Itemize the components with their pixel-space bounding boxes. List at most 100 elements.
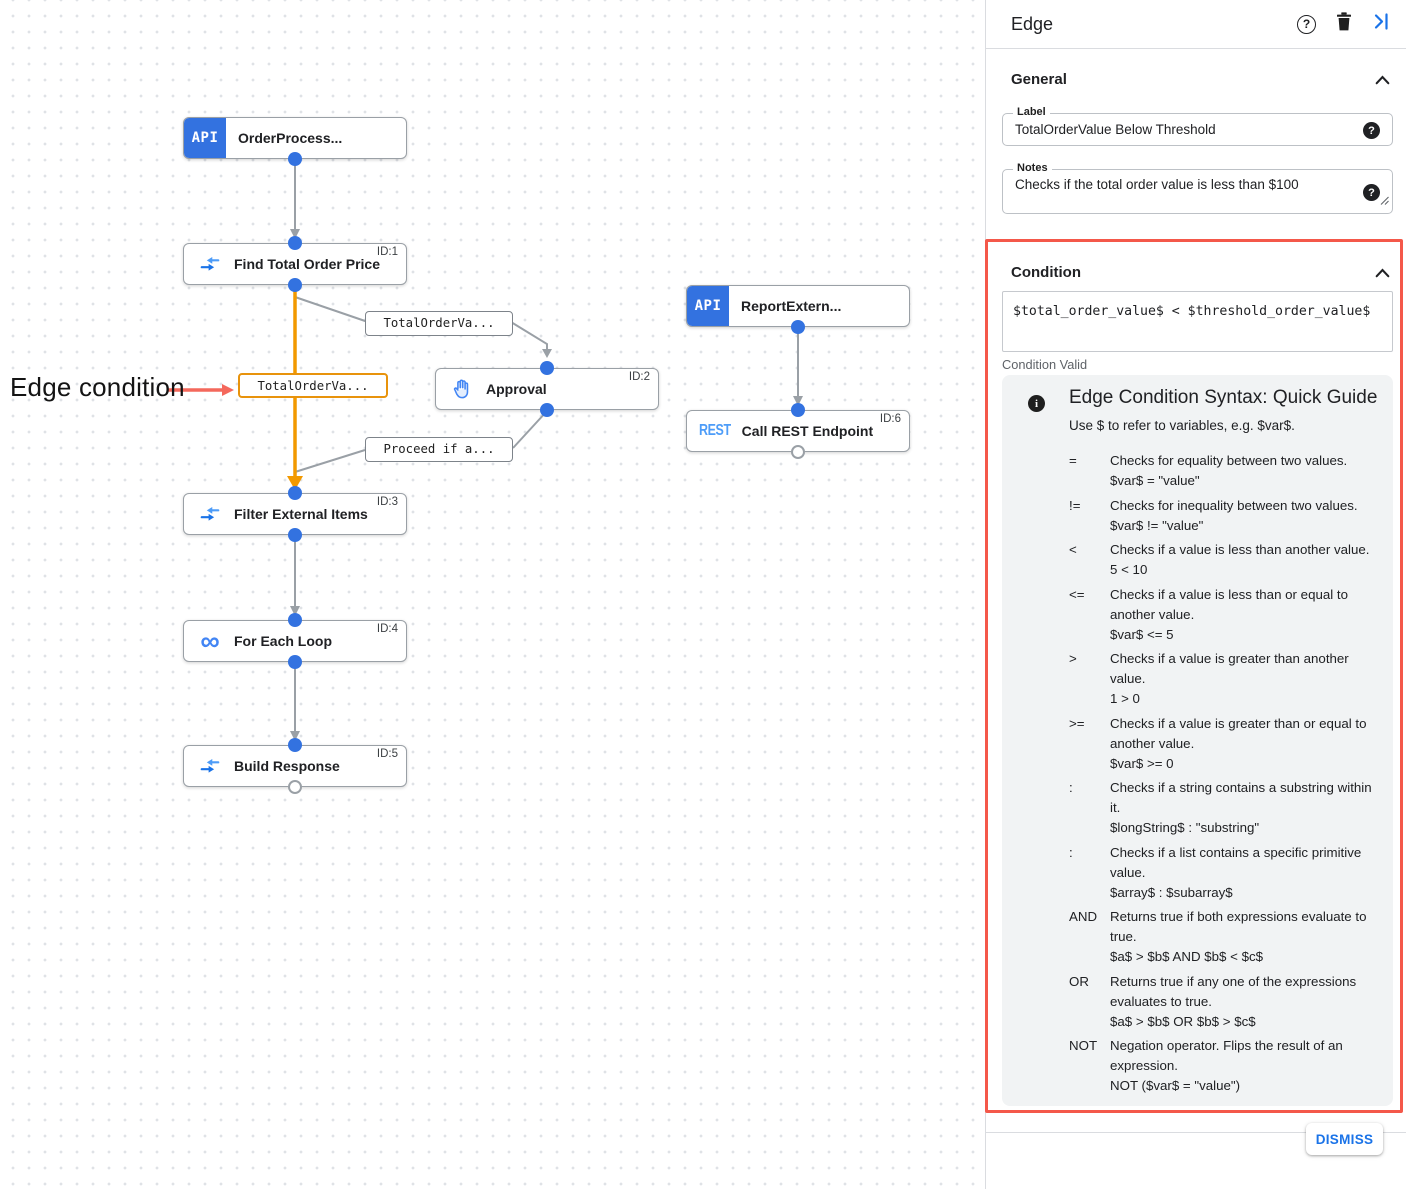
guide-row-greater-equal: >= Checks if a value is greater than or … bbox=[1069, 714, 1379, 774]
edge-label-proceed-if[interactable]: Proceed if a... bbox=[365, 437, 513, 462]
arrowhead bbox=[290, 229, 300, 239]
operator-description: Checks if a value is greater than anothe… bbox=[1110, 651, 1349, 686]
notes-field-value[interactable]: Checks if the total order value is less … bbox=[1015, 177, 1299, 192]
condition-input[interactable]: $total_order_value$ < $threshold_order_v… bbox=[1002, 291, 1393, 352]
node-id: ID:3 bbox=[376, 496, 398, 508]
node-id: ID:1 bbox=[376, 246, 398, 258]
edge-label-to-filter[interactable] bbox=[294, 449, 366, 473]
field-help-icon[interactable]: ? bbox=[1363, 184, 1380, 201]
resize-handle-icon[interactable] bbox=[1380, 192, 1389, 210]
node-id: ID:5 bbox=[376, 748, 398, 760]
notes-field-label: Notes bbox=[1013, 162, 1052, 174]
operator-description: Checks if a string contains a substring … bbox=[1110, 780, 1372, 815]
operator: OR bbox=[1069, 973, 1089, 989]
connection-dot[interactable] bbox=[288, 528, 302, 542]
node-title: OrderProcess... bbox=[238, 130, 343, 146]
api-trigger-icon: API bbox=[184, 118, 226, 158]
data-mapping-icon bbox=[198, 253, 222, 275]
connection-dot[interactable] bbox=[288, 655, 302, 669]
connection-dot[interactable] bbox=[540, 361, 554, 375]
guide-row-less-equal: <= Checks if a value is less than or equ… bbox=[1069, 585, 1379, 645]
operator-example: $a$ > $b$ OR $b$ > $c$ bbox=[1110, 1013, 1256, 1029]
guide-row-less-than: < Checks if a value is less than another… bbox=[1069, 540, 1379, 580]
info-icon: i bbox=[1028, 395, 1045, 412]
node-id: ID:6 bbox=[879, 413, 901, 425]
operator-description: Checks if a value is less than another v… bbox=[1110, 542, 1370, 557]
annotation-edge-condition: Edge condition bbox=[10, 372, 185, 402]
connection-dot[interactable] bbox=[288, 236, 302, 250]
node-title: Approval bbox=[486, 381, 547, 397]
arrowhead bbox=[793, 396, 803, 406]
node-id: ID:4 bbox=[376, 623, 398, 635]
operator: = bbox=[1069, 453, 1077, 468]
arrowhead bbox=[290, 731, 300, 741]
edge-branch-to-approval-label[interactable] bbox=[294, 296, 369, 323]
operator: < bbox=[1069, 542, 1077, 557]
operator-description: Negation operator. Flips the result of a… bbox=[1110, 1038, 1343, 1073]
guide-rows: = Checks for equality between two values… bbox=[1069, 451, 1379, 1101]
guide-row-or: OR Returns true if any one of the expres… bbox=[1069, 972, 1379, 1032]
node-title: For Each Loop bbox=[234, 633, 332, 649]
delete-edge-icon[interactable] bbox=[1336, 12, 1352, 36]
connection-dot-open[interactable] bbox=[791, 445, 805, 459]
edge-config-panel: Edge ? General bbox=[985, 0, 1406, 1189]
connection-dot-open[interactable] bbox=[288, 780, 302, 794]
connection-dot[interactable] bbox=[540, 403, 554, 417]
operator: NOT bbox=[1069, 1038, 1098, 1053]
workflow-edges bbox=[167, 159, 803, 741]
guide-row-contains-substring: : Checks if a string contains a substrin… bbox=[1069, 778, 1379, 838]
edge-label-totalordervalue[interactable]: TotalOrderVa... bbox=[365, 311, 513, 336]
guide-row-equals: = Checks for equality between two values… bbox=[1069, 451, 1379, 491]
operator: >= bbox=[1069, 715, 1085, 731]
rest-task-icon: REST bbox=[699, 422, 731, 439]
node-title: ReportExtern... bbox=[741, 298, 842, 314]
connection-dot[interactable] bbox=[288, 278, 302, 292]
arrowhead bbox=[290, 606, 300, 616]
connection-dot[interactable] bbox=[288, 152, 302, 166]
operator-description: Returns true if both expressions evaluat… bbox=[1110, 909, 1367, 944]
help-icon[interactable]: ? bbox=[1297, 14, 1316, 34]
connection-dot[interactable] bbox=[288, 738, 302, 752]
connection-dot[interactable] bbox=[288, 486, 302, 500]
operator-example: $a$ > $b$ AND $b$ < $c$ bbox=[1110, 949, 1264, 964]
node-title: Call REST Endpoint bbox=[741, 423, 874, 439]
collapse-panel-icon[interactable] bbox=[1372, 13, 1390, 35]
api-trigger-icon: API bbox=[687, 286, 729, 326]
connection-dot[interactable] bbox=[791, 320, 805, 334]
workflow-canvas[interactable]: API OrderProcess... Find Total Order Pri… bbox=[0, 0, 985, 1189]
chevron-up-icon[interactable] bbox=[1375, 74, 1390, 85]
operator: != bbox=[1069, 497, 1081, 513]
panel-title: Edge bbox=[1011, 13, 1054, 34]
dismiss-button[interactable]: DISMISS bbox=[1306, 1123, 1383, 1155]
annotation-arrow bbox=[167, 384, 234, 396]
label-field[interactable]: Label TotalOrderValue Below Threshold ? bbox=[1002, 106, 1393, 146]
field-help-icon[interactable]: ? bbox=[1363, 122, 1380, 139]
notes-field[interactable]: Notes Checks if the total order value is… bbox=[1002, 162, 1393, 214]
operator-example: NOT ($var$ = "value") bbox=[1110, 1078, 1241, 1093]
node-reportextern-trigger[interactable]: API ReportExtern... bbox=[686, 285, 910, 327]
divider bbox=[986, 48, 1406, 49]
guide-row-not: NOT Negation operator. Flips the result … bbox=[1069, 1036, 1379, 1096]
connection-dot[interactable] bbox=[791, 403, 805, 417]
operator-example: $var$ <= 5 bbox=[1110, 626, 1174, 642]
edge-approval-to-label[interactable] bbox=[512, 410, 548, 449]
edge-label-totalordervalue-selected[interactable]: TotalOrderVa... bbox=[238, 373, 388, 398]
operator-example: 1 > 0 bbox=[1110, 691, 1140, 706]
chevron-up-icon[interactable] bbox=[1375, 267, 1390, 278]
node-build-response[interactable]: Build Response ID:5 bbox=[183, 745, 407, 787]
connection-dot[interactable] bbox=[288, 613, 302, 627]
operator-description: Returns true if any one of the expressio… bbox=[1110, 973, 1357, 1009]
condition-section-header[interactable]: Condition bbox=[1011, 264, 1390, 281]
operator-description: Checks if a value is greater than or equ… bbox=[1110, 715, 1367, 751]
condition-syntax-guide: i Edge Condition Syntax: Quick Guide Use… bbox=[1002, 375, 1393, 1106]
edge-label-to-approval[interactable] bbox=[510, 321, 548, 349]
operator-example: $var$ >= 0 bbox=[1110, 755, 1174, 771]
data-mapping-icon bbox=[198, 755, 222, 777]
general-section-header[interactable]: General bbox=[1011, 71, 1390, 88]
approval-hand-icon bbox=[450, 378, 474, 401]
operator-description: Checks if a value is less than or equal … bbox=[1110, 586, 1348, 622]
node-approval[interactable]: Approval ID:2 bbox=[435, 368, 659, 410]
label-field-value[interactable]: TotalOrderValue Below Threshold bbox=[1015, 122, 1216, 137]
node-title: Filter External Items bbox=[234, 506, 368, 522]
